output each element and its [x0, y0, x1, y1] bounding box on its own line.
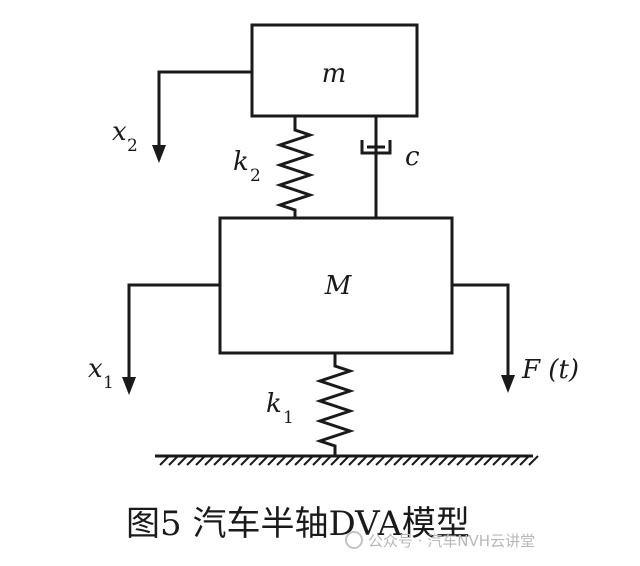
large-mass-box	[218, 216, 454, 355]
watermark-text: 公众号 · 汽车NVH云讲堂	[368, 532, 535, 550]
ground-hatch-line	[267, 455, 278, 466]
ground-hatch-line	[357, 455, 368, 466]
ground-hatch-line	[321, 455, 332, 466]
ground-hatch-line	[438, 455, 449, 466]
ground-hatch-line	[339, 455, 350, 466]
ground-hatch-line	[294, 455, 305, 466]
ground-hatch-line	[375, 455, 386, 466]
ground-hatch-line	[168, 455, 179, 466]
ground-hatch-line	[240, 455, 251, 466]
x2-arrowhead	[152, 145, 166, 163]
force-line	[452, 283, 510, 376]
ground-hatch-line	[420, 455, 431, 466]
ground-hatch-line	[348, 455, 359, 466]
force-label: F (t)	[521, 355, 579, 385]
ground-hatch-line	[177, 455, 188, 466]
ground-hatch-line	[411, 455, 422, 466]
large-mass-label: M	[324, 271, 353, 301]
watermark: 公众号 · 汽车NVH云讲堂	[345, 531, 535, 550]
k1-subscript: 1	[283, 408, 294, 428]
ground-hatch-line	[429, 455, 440, 466]
ground	[155, 454, 539, 466]
spring-k1	[315, 353, 355, 456]
ground-hatch-line	[204, 455, 215, 466]
x1-arrowhead	[122, 377, 136, 395]
ground-hatch-line	[465, 455, 476, 466]
ground-hatch-line	[501, 455, 512, 466]
ground-hatch-line	[231, 455, 242, 466]
ground-hatch-line	[366, 455, 377, 466]
ground-hatch-line	[186, 455, 197, 466]
ground-hatch-line	[447, 455, 458, 466]
k2-subscript: 2	[250, 166, 261, 186]
ground-hatch-line	[249, 455, 260, 466]
x2-label: x	[112, 117, 127, 147]
ground-hatch-line	[393, 455, 404, 466]
ground-hatch-line	[276, 455, 287, 466]
x1-subscript: 1	[103, 373, 114, 393]
damper-c	[360, 116, 392, 218]
figure-caption: 图5 汽车半轴DVA模型	[126, 504, 470, 544]
ground-hatch-line	[285, 455, 296, 466]
ground-hatch-line	[159, 455, 170, 466]
k2-label: k	[233, 147, 249, 177]
ground-hatch-line	[222, 455, 233, 466]
ground-hatch-line	[330, 455, 341, 466]
ground-hatch-line	[384, 455, 395, 466]
ground-hatch-line	[456, 455, 467, 466]
x1-label: x	[88, 354, 103, 384]
k1-label: k	[266, 389, 282, 419]
ground-hatch-line	[474, 455, 485, 466]
x2-subscript: 2	[127, 136, 138, 156]
ground-hatch-line	[402, 455, 413, 466]
ground-hatch-line	[492, 455, 503, 466]
ground-hatch-line	[519, 455, 530, 466]
wechat-icon	[345, 531, 363, 549]
ground-hatch-line	[510, 455, 521, 466]
damper-label: c	[405, 142, 420, 172]
force-arrowhead	[501, 375, 515, 393]
ground-hatch-line	[483, 455, 494, 466]
ground-hatch-line	[528, 455, 539, 466]
ground-hatch-line	[303, 455, 314, 466]
small-mass-label: m	[322, 59, 347, 89]
ground-hatch-line	[312, 455, 323, 466]
spring-k2	[275, 116, 315, 218]
x1-displacement-line	[127, 283, 220, 378]
ground-hatch-line	[213, 455, 224, 466]
ground-hatch-line	[195, 455, 206, 466]
ground-hatch-line	[258, 455, 269, 466]
x2-displacement-line	[157, 70, 252, 146]
